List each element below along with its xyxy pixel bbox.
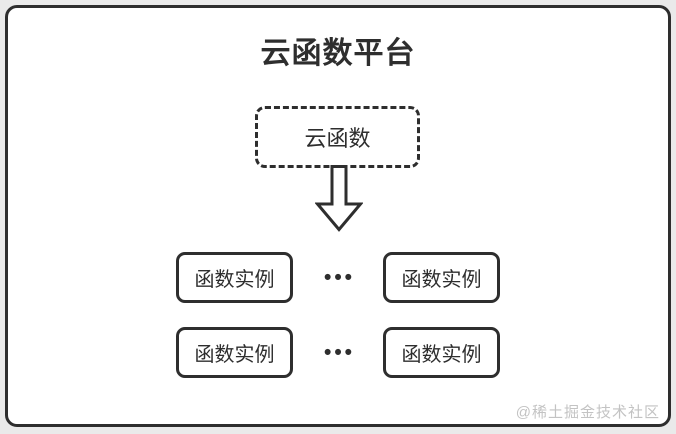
- function-instance-box: 函数实例: [383, 252, 500, 303]
- function-instance-label: 函数实例: [194, 269, 275, 291]
- function-instance-label: 函数实例: [401, 344, 482, 366]
- function-instance-label: 函数实例: [401, 269, 482, 291]
- ellipsis-dots: •••: [323, 265, 356, 289]
- function-instance-box: 函数实例: [383, 327, 500, 378]
- ellipsis-dots: •••: [323, 340, 356, 364]
- function-instance-box: 函数实例: [176, 252, 293, 303]
- down-arrow-icon: [315, 165, 363, 232]
- function-instance-box: 函数实例: [176, 327, 293, 378]
- cloud-function-box: 云函数: [255, 106, 420, 168]
- cloud-function-label: 云函数: [304, 126, 371, 151]
- watermark: @稀土掘金技术社区: [515, 404, 660, 421]
- diagram-title: 云函数平台: [260, 37, 416, 70]
- function-instance-label: 函数实例: [194, 344, 275, 366]
